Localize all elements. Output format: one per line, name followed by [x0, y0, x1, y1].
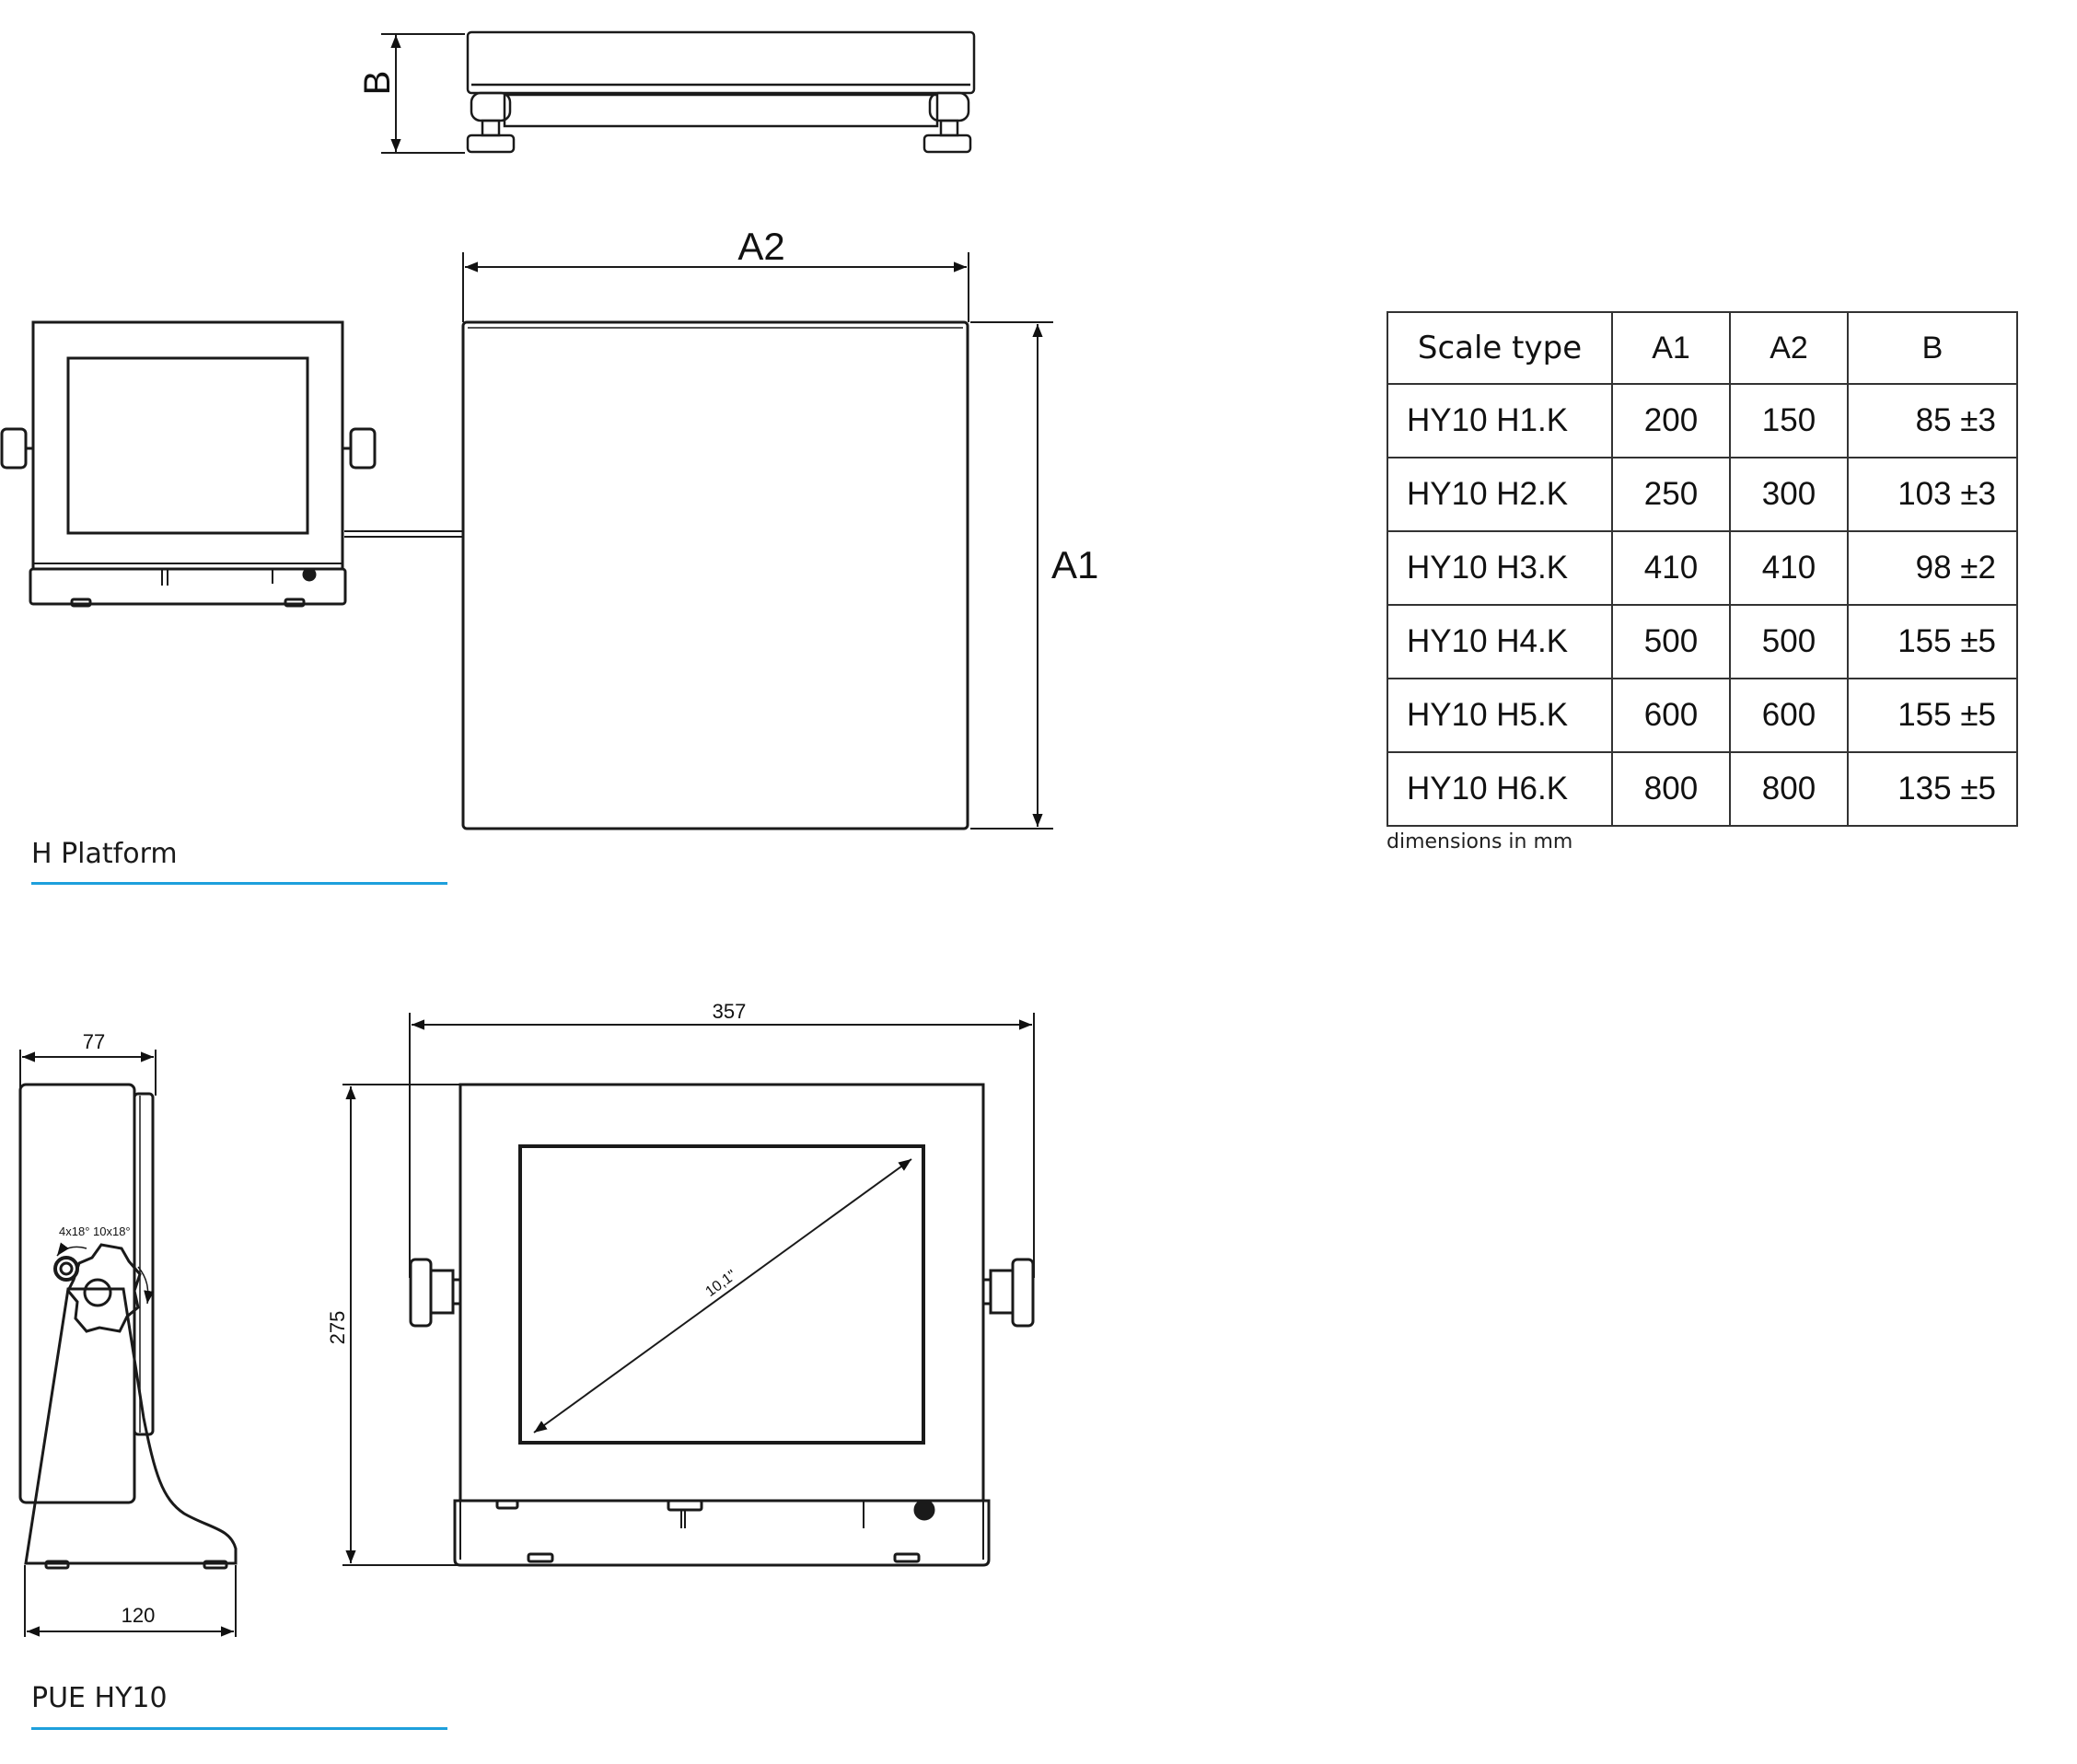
- cell-a1: 500: [1611, 604, 1731, 679]
- dimension-a2-label: A2: [737, 225, 784, 268]
- section-title-platform: H Platform: [31, 838, 178, 870]
- cell-a1: 410: [1611, 530, 1731, 606]
- cell-b: 98 ±2: [1847, 530, 2018, 606]
- table-row: HY10 H3.K 410 410 98 ±2: [1387, 530, 2018, 606]
- section-title-terminal: PUE HY10: [31, 1682, 168, 1714]
- dimension-height-label: 275: [326, 1311, 349, 1345]
- cell-a1: 600: [1611, 678, 1731, 753]
- cell-a2: 300: [1729, 457, 1849, 532]
- dimension-base-label: 120: [122, 1604, 156, 1627]
- table-row: HY10 H1.K 200 150 85 ±3: [1387, 383, 2018, 458]
- dimension-base: [24, 1565, 237, 1637]
- dimension-height: [342, 1084, 460, 1566]
- header-scale-type: Scale type: [1387, 311, 1613, 385]
- platform-side-view: [466, 30, 976, 154]
- cell-a2: 150: [1729, 383, 1849, 458]
- header-a2: A2: [1729, 311, 1849, 385]
- cell-a2: 500: [1729, 604, 1849, 679]
- header-b: B: [1847, 311, 2018, 385]
- tilt-angle-label: 4x18° 10x18°: [59, 1224, 131, 1238]
- cell-b: 85 ±3: [1847, 383, 2018, 458]
- section-rule-terminal: [31, 1727, 447, 1730]
- cell-scale-type: HY10 H1.K: [1387, 383, 1613, 458]
- cell-b: 103 ±3: [1847, 457, 2018, 532]
- cell-scale-type: HY10 H6.K: [1387, 751, 1613, 827]
- table-row: HY10 H6.K 800 800 135 ±5: [1387, 751, 2018, 827]
- header-a1: A1: [1611, 311, 1731, 385]
- terminal-side-view: [18, 1083, 238, 1570]
- table-header-row: Scale type A1 A2 B: [1387, 311, 2018, 385]
- cell-scale-type: HY10 H5.K: [1387, 678, 1613, 753]
- platform-top-view: [344, 320, 969, 830]
- screen-diagonal-label: 10,1": [702, 1268, 739, 1300]
- cell-a1: 800: [1611, 751, 1731, 827]
- cell-a2: 600: [1729, 678, 1849, 753]
- terminal-small-front-view: [0, 320, 377, 608]
- cell-scale-type: HY10 H2.K: [1387, 457, 1613, 532]
- cell-b: 155 ±5: [1847, 604, 2018, 679]
- dimension-b: [381, 33, 465, 154]
- units-note: dimensions in mm: [1387, 830, 1573, 853]
- table-row: HY10 H5.K 600 600 155 ±5: [1387, 678, 2018, 753]
- dimension-b-label: B: [357, 71, 398, 96]
- table-row: HY10 H2.K 250 300 103 ±3: [1387, 457, 2018, 532]
- cell-scale-type: HY10 H3.K: [1387, 530, 1613, 606]
- section-rule-platform: [31, 882, 447, 885]
- cell-a1: 200: [1611, 383, 1731, 458]
- cell-a2: 410: [1729, 530, 1849, 606]
- dimension-a1: [970, 321, 1053, 830]
- cell-a2: 800: [1729, 751, 1849, 827]
- spec-table: Scale type A1 A2 B HY10 H1.K 200 150 85 …: [1387, 311, 2018, 827]
- cell-a1: 250: [1611, 457, 1731, 532]
- table-row: HY10 H4.K 500 500 155 ±5: [1387, 604, 2018, 679]
- dimension-a1-label: A1: [1051, 543, 1098, 586]
- dimension-width: [409, 1013, 1035, 1278]
- cell-b: 135 ±5: [1847, 751, 2018, 827]
- cell-scale-type: HY10 H4.K: [1387, 604, 1613, 679]
- terminal-front-view: [409, 1083, 1035, 1567]
- cell-b: 155 ±5: [1847, 678, 2018, 753]
- dimension-a2: [462, 252, 969, 322]
- dimension-depth-label: 77: [83, 1030, 105, 1053]
- dimension-width-label: 357: [713, 1000, 747, 1023]
